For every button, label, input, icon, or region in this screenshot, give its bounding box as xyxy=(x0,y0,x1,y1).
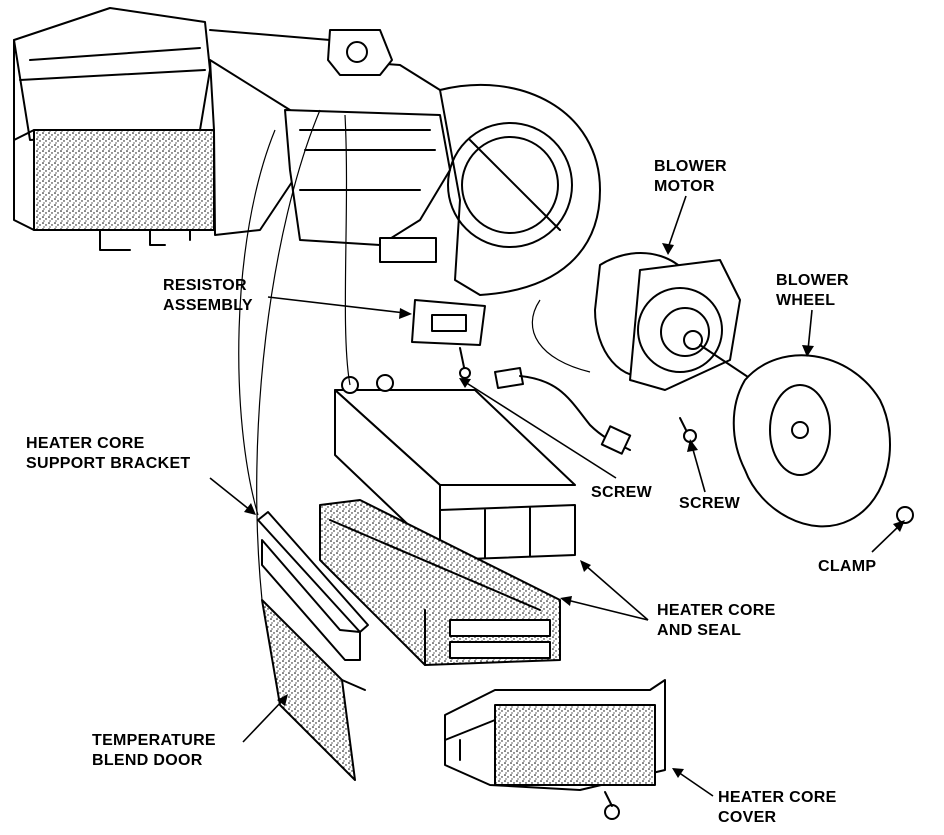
label-resistor-assembly: RESISTOR ASSEMBLY xyxy=(163,276,253,316)
blower-wheel xyxy=(732,354,914,528)
blower-motor xyxy=(594,251,761,391)
label-temperature-blend-door: TEMPERATURE BLEND DOOR xyxy=(92,731,216,771)
label-support-bracket-line1: HEATER CORE xyxy=(26,435,145,452)
heater-core-cover xyxy=(444,679,666,820)
label-heater-core-support-bracket: HEATER CORE SUPPORT BRACKET xyxy=(26,434,191,474)
screws xyxy=(679,417,697,443)
label-clamp-text: CLAMP xyxy=(818,558,877,575)
label-blower-motor: BLOWER MOTOR xyxy=(654,157,727,197)
label-core-seal-line2: AND SEAL xyxy=(657,622,742,639)
label-screw-right-text: SCREW xyxy=(679,495,741,512)
label-blower-wheel: BLOWER WHEEL xyxy=(776,271,849,311)
hvac-housing xyxy=(13,7,471,263)
label-resistor-assembly-line1: RESISTOR xyxy=(163,277,247,294)
routing-lines xyxy=(238,109,591,601)
label-screw-left-text: SCREW xyxy=(591,484,653,501)
label-core-cover-line1: HEATER CORE xyxy=(718,789,837,806)
label-screw-right: SCREW xyxy=(679,494,740,514)
label-heater-core-cover: HEATER CORE COVER xyxy=(718,788,837,828)
label-clamp: CLAMP xyxy=(818,557,876,577)
label-blower-wheel-line2: WHEEL xyxy=(776,292,836,309)
heater-core xyxy=(334,374,576,561)
resistor-assembly xyxy=(411,299,632,455)
label-support-bracket-line2: SUPPORT BRACKET xyxy=(26,455,191,472)
label-blower-wheel-line1: BLOWER xyxy=(776,272,849,289)
label-blend-door-line2: BLEND DOOR xyxy=(92,752,203,769)
blend-door xyxy=(261,599,366,781)
label-resistor-assembly-line2: ASSEMBLY xyxy=(163,297,253,314)
heater-core-seal xyxy=(319,499,561,666)
label-screw-left: SCREW xyxy=(591,483,652,503)
label-heater-core-and-seal: HEATER CORE AND SEAL xyxy=(657,601,776,641)
label-core-seal-line1: HEATER CORE xyxy=(657,602,776,619)
label-blower-motor-line1: BLOWER xyxy=(654,158,727,175)
leader-lines xyxy=(209,195,905,797)
blower-scroll-housing xyxy=(439,83,601,296)
label-blower-motor-line2: MOTOR xyxy=(654,178,715,195)
support-bracket xyxy=(257,511,369,661)
label-blend-door-line1: TEMPERATURE xyxy=(92,732,216,749)
label-core-cover-line2: COVER xyxy=(718,809,777,826)
